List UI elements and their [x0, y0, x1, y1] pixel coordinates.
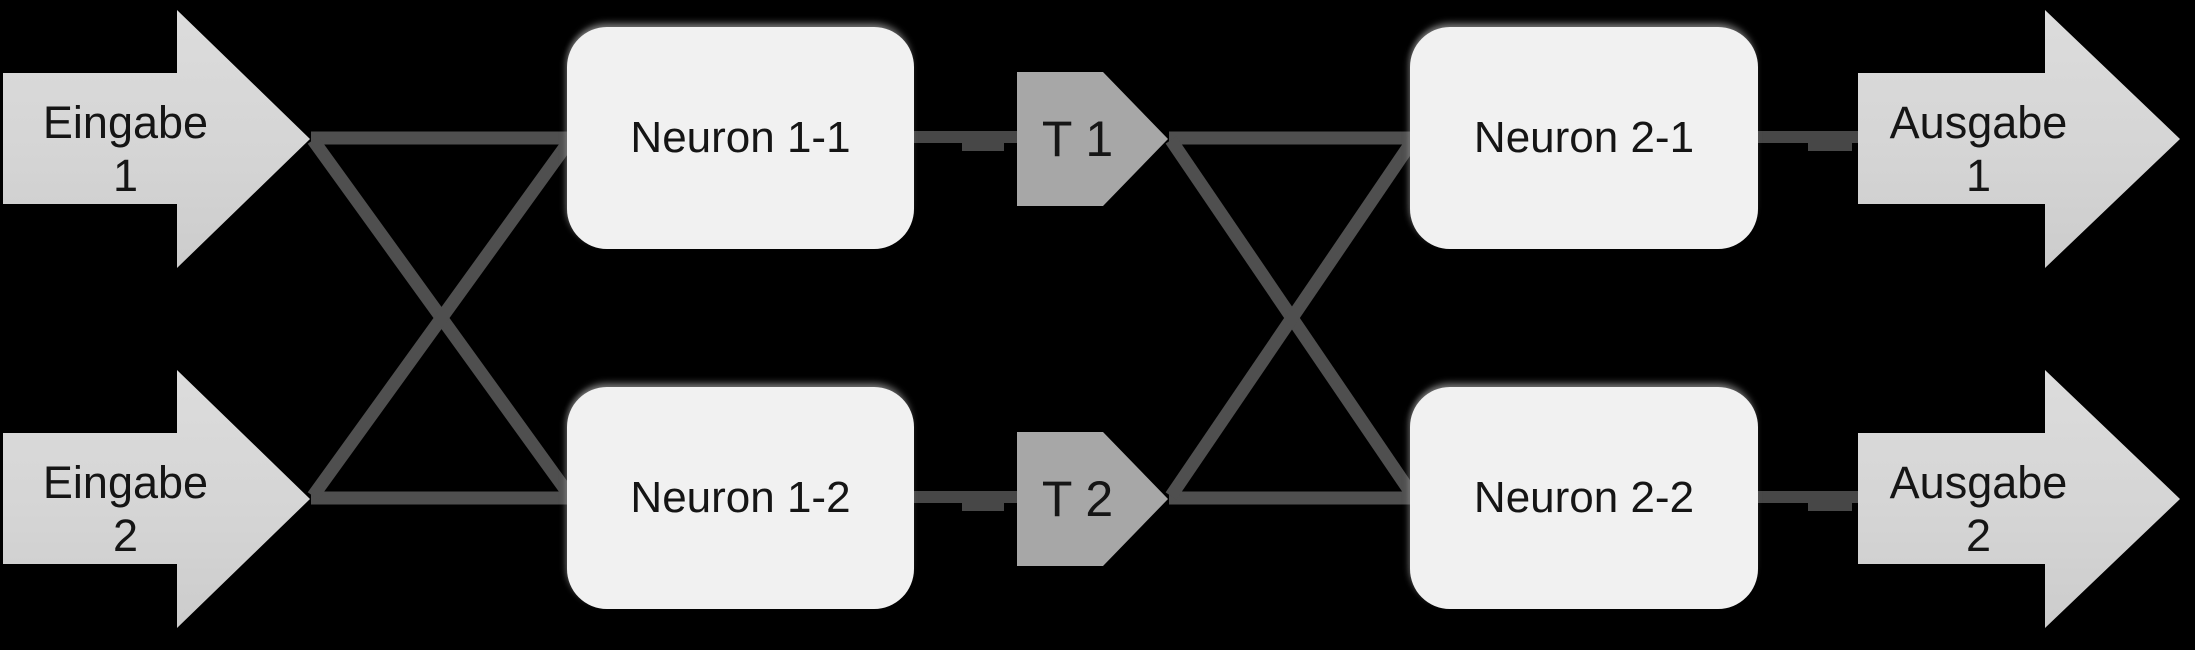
output-2-label-line1: Ausgabe — [1889, 456, 2068, 508]
wire-joint — [1808, 493, 1852, 511]
transfer-t1-label: T 1 — [1041, 111, 1114, 167]
wire-joint — [962, 133, 1004, 151]
neuron-1-1-label: Neuron 1-1 — [630, 113, 851, 162]
neuron-2-1-box: Neuron 2-1 — [1410, 27, 1758, 249]
output-arrow-2-label: Ausgabe 2 — [1866, 443, 2091, 574]
wire-joint — [1808, 133, 1852, 151]
wire-t2-to-neuron2-1 — [1165, 136, 1419, 500]
input-1-label-line1: Eingabe — [42, 96, 209, 148]
output-1-label-line1: Ausgabe — [1889, 96, 2068, 148]
output-2-label-line2: 2 — [1965, 509, 1992, 561]
wire-input2-to-neuron1-1 — [307, 136, 576, 500]
input-arrow-2-label: Eingabe 2 — [13, 443, 238, 574]
neuron-2-2-label: Neuron 2-2 — [1473, 473, 1695, 522]
input-arrow-1-label: Eingabe 1 — [13, 83, 238, 214]
neuron-1-1-box: Neuron 1-1 — [567, 27, 914, 249]
transfer-t2-label: T 2 — [1041, 471, 1114, 527]
wire-joint — [962, 493, 1004, 511]
output-arrow-1-label: Ausgabe 1 — [1866, 83, 2091, 214]
neuron-2-1-label: Neuron 2-1 — [1473, 113, 1695, 162]
input-1-label-line2: 1 — [112, 149, 139, 201]
neuron-2-2-box: Neuron 2-2 — [1410, 387, 1758, 609]
neuron-1-2-label: Neuron 1-2 — [630, 473, 851, 522]
output-1-label-line2: 1 — [1965, 149, 1992, 201]
input-2-label-line1: Eingabe — [42, 456, 209, 508]
input-2-label-line2: 2 — [112, 509, 139, 561]
neuron-1-2-box: Neuron 1-2 — [567, 387, 914, 609]
